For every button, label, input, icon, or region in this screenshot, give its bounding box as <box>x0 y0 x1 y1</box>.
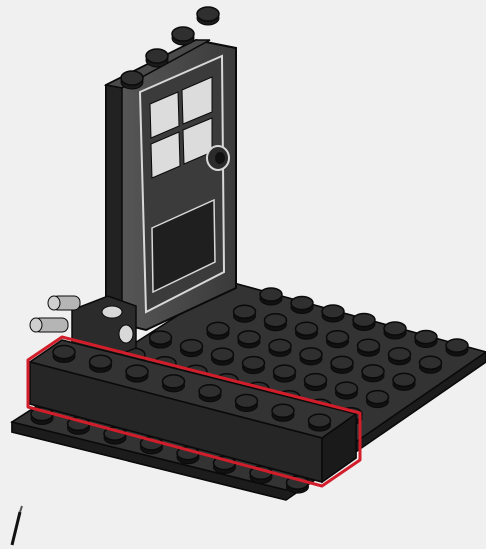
plate-stud <box>384 322 406 339</box>
brick-stud <box>53 346 75 363</box>
plate-stud <box>260 288 282 305</box>
plate-stud <box>300 348 322 365</box>
plate-stud <box>150 331 172 348</box>
axle-pin <box>48 296 80 310</box>
plate-stud <box>234 305 256 322</box>
plate-stud <box>296 322 318 339</box>
plate-stud <box>389 348 411 365</box>
plate-stud <box>291 297 313 314</box>
pencil-icon <box>12 506 22 545</box>
brick-stud <box>126 365 148 382</box>
plate-stud <box>322 305 344 322</box>
plate-stud <box>327 331 349 348</box>
plate-stud <box>207 322 229 339</box>
plate-stud <box>331 356 353 373</box>
plate-stud <box>269 339 291 356</box>
door-frame <box>106 7 236 330</box>
brick-stud <box>309 414 331 431</box>
plate-stud <box>446 339 468 356</box>
plate-stud <box>358 339 380 356</box>
plate-stud <box>243 357 265 374</box>
plate-stud <box>212 348 234 365</box>
axle-pin <box>30 318 68 332</box>
plate-stud <box>181 340 203 357</box>
brick-stud <box>90 355 112 372</box>
plate-stud <box>353 314 375 331</box>
brick-stud <box>163 375 185 392</box>
door-handle <box>207 146 229 170</box>
brick-stud <box>272 404 294 421</box>
plate-stud <box>336 382 358 399</box>
brick-stud <box>236 395 258 412</box>
plate-stud <box>362 365 384 382</box>
plate-stud <box>393 373 415 390</box>
plate-stud <box>265 314 287 331</box>
plate-stud <box>305 374 327 391</box>
plate-stud <box>238 331 260 348</box>
plate-stud <box>415 331 437 348</box>
plate-stud <box>367 391 389 408</box>
brick-stud <box>199 385 221 402</box>
plate-stud <box>420 356 442 373</box>
plate-stud <box>274 365 296 382</box>
